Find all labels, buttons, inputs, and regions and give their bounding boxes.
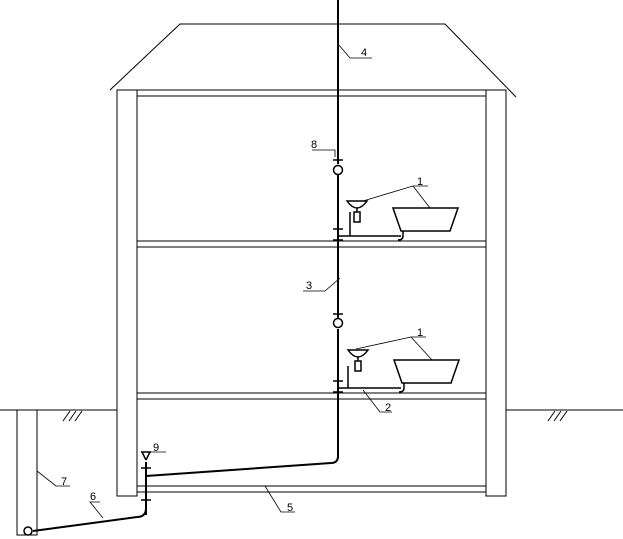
label-branch-pipe: 2	[385, 402, 391, 414]
revision-icon	[332, 317, 344, 329]
revision-fittings	[332, 159, 344, 329]
ground-hatch-left	[62, 410, 83, 422]
label-fixture-upper: 1	[417, 176, 423, 188]
label-revision: 8	[311, 139, 317, 151]
ground-hatch-right	[547, 410, 568, 422]
label-fixture-lower: 1	[417, 327, 423, 339]
revision-icon	[332, 164, 344, 176]
label-cleanout: 9	[153, 442, 159, 454]
washbasin-icon	[345, 200, 369, 209]
label-vent-stack: 4	[361, 47, 367, 59]
manhole	[13, 409, 41, 536]
leader-lines	[36, 43, 433, 519]
upper-floor-fixtures	[333, 200, 460, 241]
label-manhole: 7	[61, 476, 67, 488]
bathtub-icon	[391, 207, 460, 232]
trap-icon	[353, 211, 361, 223]
washbasin-icon	[346, 349, 370, 358]
stack-pipe	[330, 0, 339, 464]
trap-icon	[354, 360, 362, 372]
outlet-fitting-icon	[23, 526, 33, 536]
collector-pipe	[32, 462, 332, 532]
label-collector: 5	[287, 502, 293, 514]
floor-slabs	[136, 89, 487, 493]
building-walls	[116, 89, 507, 497]
bathtub-icon	[392, 359, 461, 384]
roof	[109, 23, 517, 98]
lower-floor-fixtures	[333, 349, 461, 393]
ground	[0, 409, 623, 422]
label-outlet: 6	[90, 491, 96, 503]
label-riser: 3	[306, 280, 312, 292]
